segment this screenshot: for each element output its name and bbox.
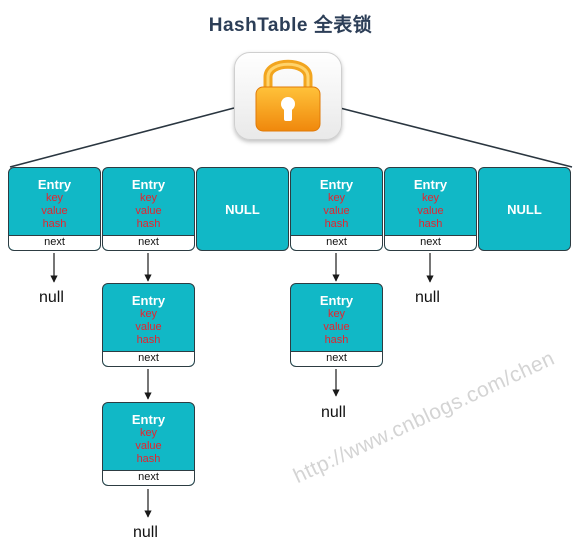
lock-icon	[255, 59, 321, 132]
entry-title: Entry	[131, 293, 166, 308]
key-field: key	[421, 192, 440, 204]
value-field: value	[135, 440, 162, 452]
key-field: key	[139, 308, 158, 320]
next-field: next	[291, 235, 382, 250]
lock-tile	[234, 52, 342, 140]
entry-title: Entry	[37, 177, 72, 192]
null-reference: null	[321, 404, 346, 421]
value-field: value	[323, 321, 350, 333]
next-field: next	[385, 235, 476, 250]
chain-entry: Entry key value hash next	[290, 283, 383, 367]
null-reference: null	[133, 524, 158, 541]
key-field: key	[45, 192, 64, 204]
value-field: value	[323, 205, 350, 217]
lock-line-right	[339, 107, 573, 168]
bucket-null: NULL	[196, 167, 289, 251]
hash-field: hash	[136, 334, 161, 346]
bucket-entry: Entry key value hash next	[384, 167, 477, 251]
value-field: value	[417, 205, 444, 217]
next-field: next	[103, 235, 194, 250]
entry-title: Entry	[319, 177, 354, 192]
bucket-entry: Entry key value hash next	[8, 167, 101, 251]
null-reference: null	[415, 289, 440, 306]
diagram-title: HashTable 全表锁	[208, 15, 373, 36]
hash-field: hash	[418, 218, 443, 230]
bucket-entry: Entry key value hash next	[290, 167, 383, 251]
key-field: key	[327, 308, 346, 320]
hash-field: hash	[136, 453, 161, 465]
next-field: next	[9, 235, 100, 250]
value-field: value	[135, 205, 162, 217]
chain-entry: Entry key value hash next	[102, 402, 195, 486]
key-field: key	[139, 427, 158, 439]
entry-title: Entry	[131, 177, 166, 192]
null-bucket-label: NULL	[507, 201, 542, 217]
entry-title: Entry	[319, 293, 354, 308]
null-bucket-label: NULL	[225, 201, 260, 217]
key-field: key	[327, 192, 346, 204]
value-field: value	[41, 205, 68, 217]
bucket-entry: Entry key value hash next	[102, 167, 195, 251]
chain-entry: Entry key value hash next	[102, 283, 195, 367]
next-field: next	[291, 351, 382, 366]
next-field: next	[103, 470, 194, 485]
null-reference: null	[39, 289, 64, 306]
hash-field: hash	[324, 218, 349, 230]
next-field: next	[103, 351, 194, 366]
lock-line-left	[9, 107, 235, 168]
bucket-null: NULL	[478, 167, 571, 251]
entry-title: Entry	[413, 177, 448, 192]
value-field: value	[135, 321, 162, 333]
hash-field: hash	[136, 218, 161, 230]
key-field: key	[139, 192, 158, 204]
hash-field: hash	[324, 334, 349, 346]
hash-field: hash	[42, 218, 67, 230]
entry-title: Entry	[131, 412, 166, 427]
